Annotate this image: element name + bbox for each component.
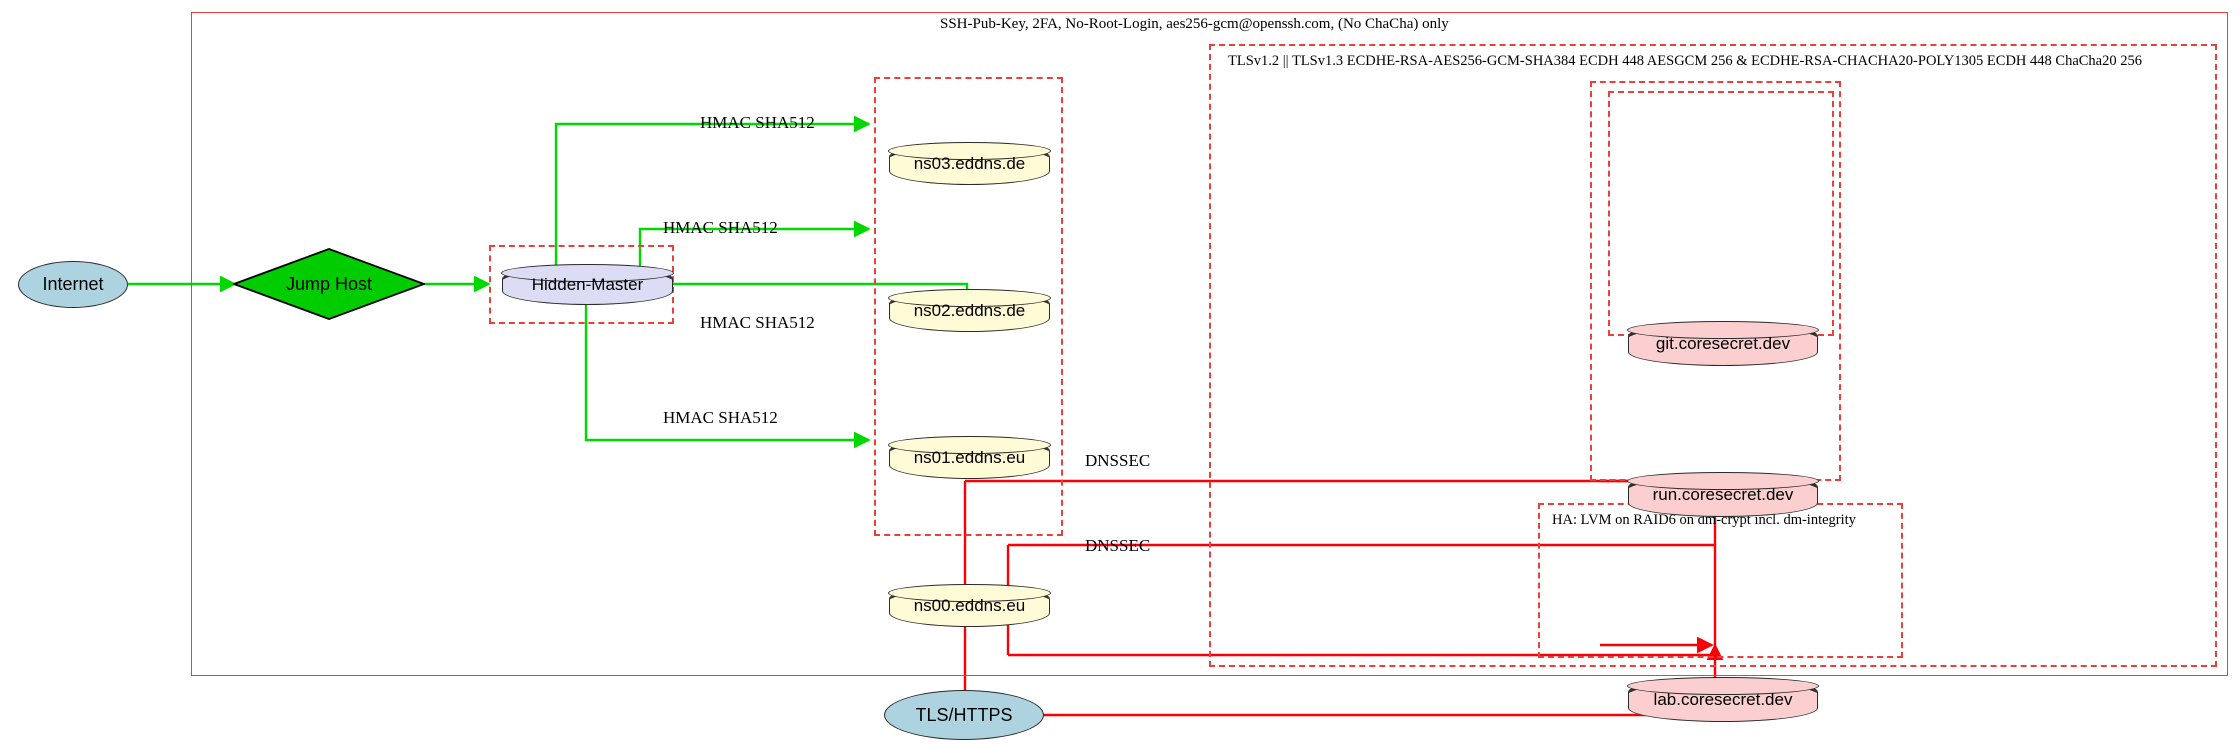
node-internet[interactable]: Internet	[18, 261, 128, 308]
node-internet-label: Internet	[42, 274, 104, 294]
node-ns01-label: ns01.eddns.eu	[913, 448, 1026, 467]
node-jump-host-label: Jump Host	[285, 273, 373, 294]
cluster-tls-boundary-label: TLSv1.2 || TLSv1.3 ECDHE-RSA-AES256-GCM-…	[1228, 53, 2142, 69]
edge-label-dnssec-upper: DNSSEC	[1085, 451, 1151, 470]
edge-label-hmac-ns03: HMAC SHA512	[700, 113, 815, 132]
node-ns00-label: ns00.eddns.eu	[913, 596, 1026, 615]
cluster-git-run-zone	[1608, 91, 1834, 336]
edge-label-hmac-ns00: HMAC SHA512	[663, 408, 778, 427]
node-run-coresecret-label: run.coresecret.dev	[1652, 485, 1794, 504]
node-run-coresecret[interactable]: run.coresecret.dev	[1627, 472, 1819, 517]
node-git-coresecret[interactable]: git.coresecret.dev	[1627, 321, 1819, 366]
node-ns03[interactable]: ns03.eddns.de	[888, 142, 1051, 185]
node-git-coresecret-label: git.coresecret.dev	[1655, 334, 1791, 353]
cluster-hidden-master-zone	[489, 245, 674, 324]
cluster-ha-boundary-label: HA: LVM on RAID6 on dm-crypt incl. dm-in…	[1552, 512, 1856, 528]
jump-host-shape	[233, 248, 425, 320]
node-ns01[interactable]: ns01.eddns.eu	[888, 436, 1051, 479]
node-hidden-master[interactable]: Hidden-Master	[501, 264, 674, 305]
node-ns02-label: ns02.eddns.de	[913, 301, 1026, 320]
node-tls-https-label: TLS/HTTPS	[915, 704, 1013, 725]
edge-label-hmac-ns01: HMAC SHA512	[700, 313, 815, 332]
node-tls-https[interactable]: TLS/HTTPS	[884, 690, 1044, 740]
cluster-dns-zone	[874, 77, 1063, 536]
edge-label-dnssec-lower: DNSSEC	[1085, 536, 1151, 555]
node-ns03-label: ns03.eddns.de	[913, 154, 1026, 173]
node-lab-coresecret-label: lab.coresecret.dev	[1653, 690, 1793, 709]
cluster-ssh-boundary-label: SSH-Pub-Key, 2FA, No-Root-Login, aes256-…	[940, 16, 1449, 32]
edge-label-hmac-ns02: HMAC SHA512	[663, 218, 778, 237]
node-jump-host[interactable]: Jump Host	[233, 248, 425, 320]
node-ns00[interactable]: ns00.eddns.eu	[888, 584, 1051, 627]
node-lab-coresecret[interactable]: lab.coresecret.dev	[1627, 677, 1819, 722]
cluster-tls-boundary	[1209, 44, 2217, 667]
node-ns02[interactable]: ns02.eddns.de	[888, 289, 1051, 332]
node-hidden-master-label: Hidden-Master	[531, 275, 644, 294]
cluster-ssh-boundary	[191, 12, 2228, 676]
